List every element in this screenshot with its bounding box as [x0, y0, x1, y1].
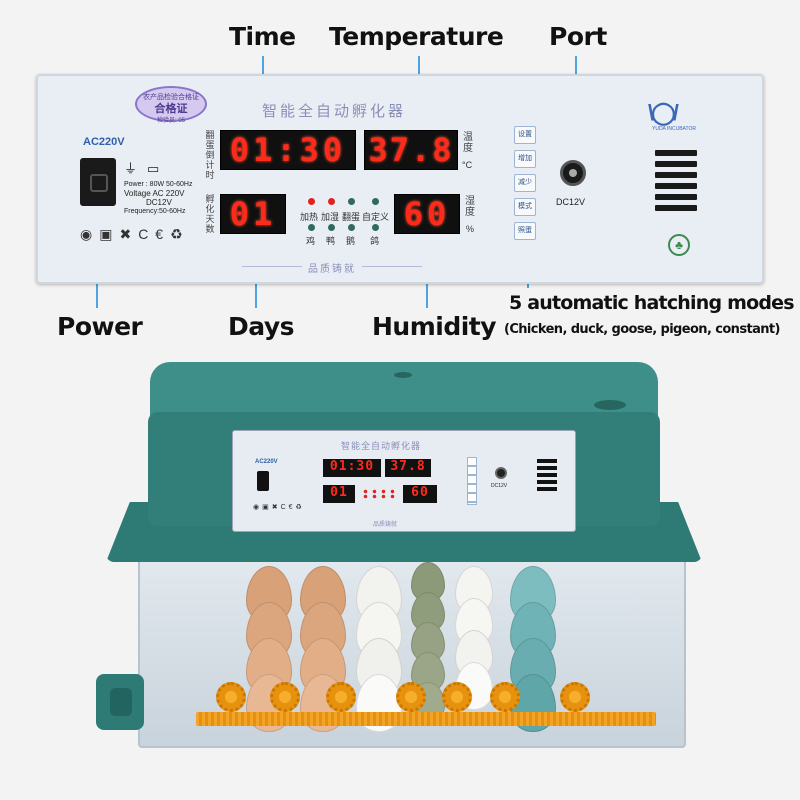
decrease-button[interactable]: 减少	[514, 174, 536, 192]
callout-humidity: Humidity	[372, 312, 497, 341]
brand-title: 智能全自动孵化器	[262, 102, 407, 120]
callout-modes-detail: (Chicken, duck, goose, pigeon, constant)	[504, 322, 780, 337]
callout-time: Time	[229, 22, 296, 51]
weee-bin-icon: ✖	[119, 226, 139, 242]
incubator-device: 智能全自动孵化器 AC220V ◉▣✖C€♻ 01:30 37.8 01 60 …	[96, 362, 708, 762]
humidity-display: 60	[394, 194, 460, 234]
qualification-seal: 农产品检验合格证 合格证 检验员: 05	[135, 86, 207, 124]
mini-time-display: 01:30	[323, 459, 381, 477]
control-panel: 农产品检验合格证 合格证 检验员: 05 智能全自动孵化器 品质铸就 AC220…	[36, 74, 764, 284]
class-two-icon: ▣	[99, 226, 120, 242]
recycle-icon: ♻	[170, 226, 190, 242]
mini-humidity-display: 60	[403, 485, 437, 503]
vent-hole	[394, 372, 412, 378]
humidity-unit: %	[466, 224, 475, 234]
mode-duck: 鸭	[326, 236, 336, 246]
indicator-heating: 加热	[300, 212, 319, 222]
mini-temperature-display: 37.8	[385, 459, 431, 477]
roller-gear	[560, 682, 590, 712]
temperature-unit: °C	[462, 160, 473, 170]
custom-led	[372, 198, 379, 205]
humidity-label: 湿度	[465, 196, 475, 218]
dc-port[interactable]	[560, 160, 586, 186]
callout-port: Port	[549, 22, 607, 51]
indicator-custom: 自定义	[362, 212, 390, 222]
egg-column-white-2	[452, 566, 496, 710]
brand-logo-icon: \◯/	[648, 100, 679, 125]
humidifying-led	[328, 198, 335, 205]
temperature-label: 温度	[463, 132, 473, 154]
certification-icons: ◉▣✖C€♻	[80, 226, 190, 243]
mini-quality: 品质铸就	[373, 522, 398, 528]
indicator-humidifying: 加湿	[321, 212, 340, 222]
seal-bottom-text: 检验员: 05	[156, 118, 185, 124]
seal-top-text: 农产品检验合格证	[143, 94, 199, 101]
mini-vent-grille	[537, 459, 557, 493]
voltage-spec: Voltage AC 220V	[124, 189, 185, 198]
mode-chicken: 鸡	[306, 236, 316, 246]
roller-gear	[326, 682, 356, 712]
ground-icon: ⏚	[124, 161, 148, 176]
battery-icon: ▭	[147, 161, 170, 176]
quality-slogan: 品质铸就	[242, 260, 422, 275]
mini-brand: 智能全自动孵化器	[341, 441, 422, 451]
eco-disc-icon: ◉	[80, 226, 100, 242]
eco-leaf-icon: ♣	[668, 234, 690, 256]
increase-button[interactable]: 增加	[514, 150, 536, 168]
water-inlet-knob[interactable]	[96, 674, 144, 730]
ce-icon: C€	[138, 226, 171, 242]
time-display: 01:30	[220, 130, 356, 170]
mini-dc-label: DC12V	[491, 483, 508, 489]
days-side-label: 孵化天数	[205, 194, 215, 234]
mini-ac-label: AC220V	[255, 459, 278, 465]
goose-led	[348, 224, 355, 231]
mini-days-display: 01	[323, 485, 355, 503]
mode-goose: 鹅	[346, 236, 356, 246]
vent-hole	[594, 400, 626, 410]
days-display: 01	[220, 194, 286, 234]
spec-icons: ⏚▭	[124, 158, 169, 177]
roller-gear	[396, 682, 426, 712]
time-side-label: 翻蛋倒计时	[205, 130, 215, 180]
roller-gear	[490, 682, 520, 712]
pigeon-led	[372, 224, 379, 231]
callout-days: Days	[228, 312, 295, 341]
duck-led	[328, 224, 335, 231]
turning-led	[348, 198, 355, 205]
power-spec: Power : 80W 50-60Hz	[124, 181, 193, 188]
candling-button[interactable]: 照蛋	[514, 222, 536, 240]
power-socket[interactable]	[80, 158, 116, 206]
seal-main-text: 合格证	[154, 103, 188, 115]
settings-button[interactable]: 设置	[514, 126, 536, 144]
lid-top	[150, 362, 658, 421]
mini-indicator-leds	[361, 489, 397, 499]
dc-port-label: DC12V	[556, 197, 586, 207]
callout-temperature: Temperature	[329, 22, 504, 51]
mode-pigeon: 鸽	[370, 236, 380, 246]
roller-gear	[270, 682, 300, 712]
ac-label: AC220V	[83, 136, 125, 148]
chicken-led	[308, 224, 315, 231]
heating-led	[308, 198, 315, 205]
temperature-display: 37.8	[364, 130, 458, 170]
mini-power-socket	[257, 471, 269, 491]
callout-power: Power	[57, 312, 143, 341]
callout-modes: 5 automatic hatching modes	[509, 292, 795, 314]
mini-dc-port	[495, 467, 507, 479]
mode-button[interactable]: 模式	[514, 198, 536, 216]
incubator-control-panel: 智能全自动孵化器 AC220V ◉▣✖C€♻ 01:30 37.8 01 60 …	[232, 430, 576, 532]
turning-rack	[196, 712, 656, 726]
indicator-turning: 翻蛋	[342, 212, 361, 222]
brand-logo-text: YUDA INCUBATOR	[652, 126, 696, 132]
roller-gear	[442, 682, 472, 712]
mini-cert-icons: ◉▣✖C€♻	[253, 504, 305, 511]
frequency-spec: Frequency:50-60Hz	[124, 208, 186, 215]
power-specs: Power : 80W 50-60Hz Voltage AC 220V DC12…	[124, 180, 192, 216]
mini-button-column	[467, 457, 477, 505]
roller-gear	[216, 682, 246, 712]
dc-spec: DC12V	[146, 198, 172, 207]
vent-grille	[655, 150, 697, 216]
